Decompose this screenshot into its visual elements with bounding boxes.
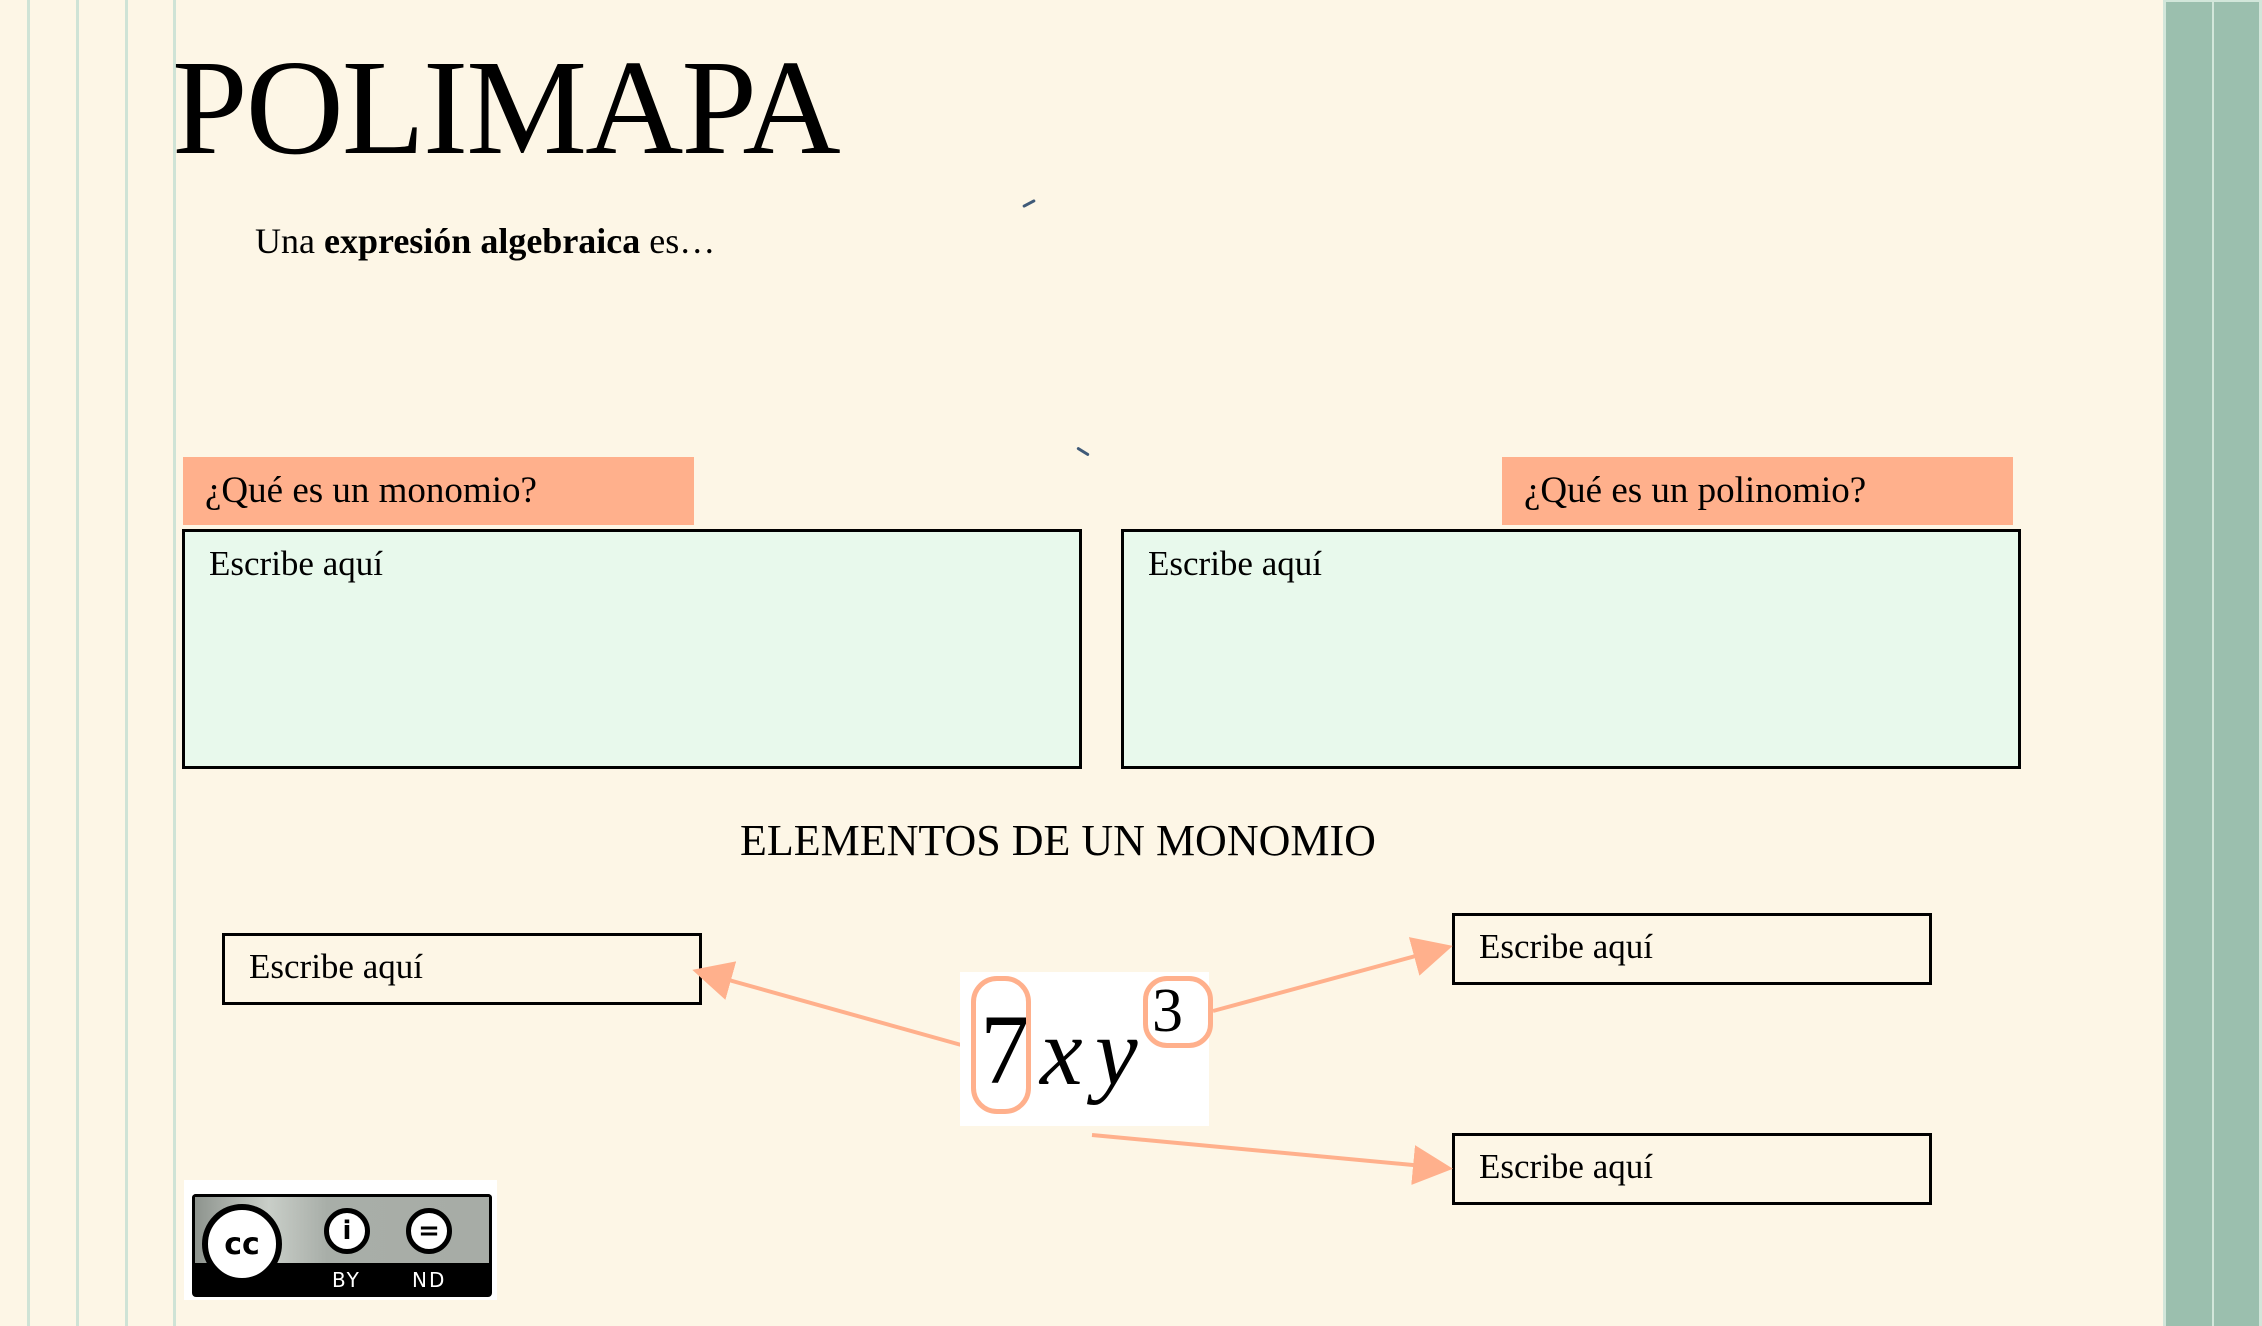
cc-icon: cc	[202, 1204, 282, 1284]
answer-placeholder: Escribe aquí	[1479, 927, 1653, 966]
monomio-answer-box[interactable]: Escribe aquí	[182, 529, 1082, 769]
stray-mark	[1022, 198, 1036, 209]
exponent-highlight	[1143, 976, 1213, 1048]
margin-line	[76, 0, 79, 1326]
answer-placeholder: Escribe aquí	[209, 544, 383, 583]
attribution-icon: i	[324, 1208, 370, 1254]
formula-coefficient: 7	[980, 994, 1030, 1105]
page-title: POLIMAPA	[172, 33, 841, 183]
coefficient-answer-box[interactable]: Escribe aquí	[222, 933, 702, 1005]
arrow-to-coefficient-box	[692, 961, 973, 1050]
stray-mark	[1076, 446, 1090, 457]
arrow-to-exponent-box	[1212, 937, 1453, 1013]
subtitle-bold: expresión algebraica	[323, 221, 641, 261]
margin-line	[27, 0, 30, 1326]
answer-placeholder: Escribe aquí	[249, 947, 423, 986]
margin-line	[125, 0, 128, 1326]
section-title: ELEMENTOS DE UN MONOMIO	[740, 816, 1376, 865]
answer-placeholder: Escribe aquí	[1148, 544, 1322, 583]
side-stripes	[2163, 0, 2262, 1326]
subtitle-prefix: Una	[255, 221, 324, 261]
cc-license-badge: cc i = BY ND	[184, 1180, 497, 1300]
subtitle-suffix: es…	[640, 221, 716, 261]
stripe	[2166, 2, 2212, 1326]
monomial-formula: 7 x y 3	[960, 972, 1213, 1126]
polinomio-question-label: ¿Qué es un polinomio?	[1502, 457, 2013, 525]
monomio-question-label: ¿Qué es un monomio?	[183, 457, 694, 525]
answer-placeholder: Escribe aquí	[1479, 1147, 1653, 1186]
formula-variable-x: x	[1040, 998, 1083, 1105]
stripe	[2214, 2, 2259, 1326]
formula-variable-y: y	[1095, 998, 1138, 1105]
margin-line	[173, 0, 176, 1326]
nd-label: ND	[412, 1268, 447, 1292]
exponent-answer-box[interactable]: Escribe aquí	[1452, 913, 1932, 985]
subtitle: Una expresión algebraica es…	[255, 220, 715, 262]
by-label: BY	[332, 1268, 361, 1292]
no-derivatives-icon: =	[406, 1208, 452, 1254]
coefficient-highlight	[971, 976, 1031, 1114]
polinomio-answer-box[interactable]: Escribe aquí	[1121, 529, 2021, 769]
literal-part-answer-box[interactable]: Escribe aquí	[1452, 1133, 1932, 1205]
arrow-to-literal-box	[1091, 1133, 1453, 1185]
